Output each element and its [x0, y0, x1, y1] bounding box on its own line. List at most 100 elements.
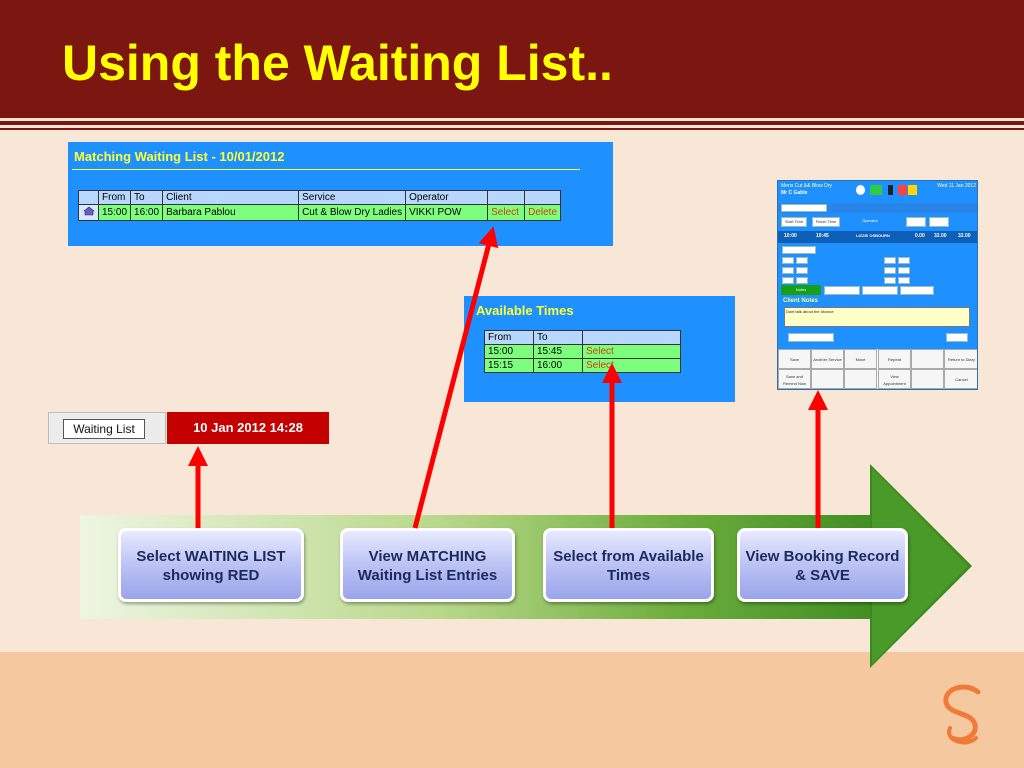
yes-toggle[interactable] [884, 267, 896, 274]
last-visit-field [781, 204, 827, 212]
toolbar-icons [856, 185, 917, 197]
repeat-button[interactable]: Repeat [878, 349, 911, 369]
service-cell: Cut & Blow Dry Ladies [298, 204, 407, 221]
save-and-remind-button[interactable]: Save and Remind Now [778, 369, 811, 389]
column-header: From [484, 330, 534, 345]
booking-record-actions: Save Another Service Move Repeat Return … [778, 349, 977, 389]
table-header-row: From To [484, 330, 681, 345]
tab-record[interactable] [862, 286, 898, 295]
home-icon[interactable] [78, 204, 99, 221]
date-time-indicator[interactable]: 10 Jan 2012 14:28 [167, 412, 329, 444]
select-link[interactable]: Select [487, 204, 526, 221]
cancel-button[interactable]: Cancel [944, 369, 977, 389]
view-appointment-button[interactable]: View Appointment [878, 369, 911, 389]
to-cell: 16:00 [533, 358, 583, 373]
service-total-field[interactable] [929, 217, 949, 227]
no-toggle[interactable] [898, 277, 910, 284]
matching-waiting-list-panel: Matching Waiting List - 10/01/2012 From … [68, 142, 613, 246]
blank-button[interactable] [911, 349, 944, 369]
no-toggle[interactable] [898, 257, 910, 264]
finish-time-value: 10:45 [816, 233, 829, 239]
return-to-diary-button[interactable]: Return to Diary [944, 349, 977, 369]
step-view-booking-record: View Booking Record & SAVE [737, 528, 908, 602]
yes-toggle[interactable] [782, 267, 794, 274]
save-button[interactable]: Save [778, 349, 811, 369]
brand-logo-icon [943, 684, 981, 745]
column-header: To [130, 190, 164, 205]
booking-record-screen: Mens Cut && Blow Dry Wed 11 Jan 2012 Mr … [777, 180, 978, 390]
from-cell: 15:15 [484, 358, 534, 373]
blank-button[interactable] [844, 369, 877, 389]
table-row[interactable]: 15:00 15:45 Select [484, 344, 681, 359]
column-header [524, 190, 562, 205]
column-header [487, 190, 526, 205]
yes-toggle[interactable] [782, 257, 794, 264]
blank-button[interactable] [911, 369, 944, 389]
from-cell: 15:00 [484, 344, 534, 359]
yes-toggle[interactable] [884, 257, 896, 264]
start-time-value: 10:00 [784, 233, 797, 239]
column-header: From [97, 190, 132, 205]
discount-field[interactable] [906, 217, 926, 227]
client-notes-field[interactable]: Dont talk about the divorce [784, 307, 970, 327]
step-view-matching: View MATCHING Waiting List Entries [340, 528, 515, 602]
header-divider-thin [0, 128, 1024, 130]
delete-link[interactable]: Delete [524, 204, 562, 221]
table-header-row: From To Client Service Operator [78, 190, 562, 205]
booking-record-time-labels: Start Time Finish Time Operator [778, 213, 977, 231]
tab-notes[interactable]: Notes [781, 285, 821, 295]
move-button[interactable]: Move [844, 349, 877, 369]
table-row[interactable]: 15:00 16:00 Barbara Pablou Cut & Blow Dr… [78, 204, 562, 221]
eye-icon[interactable] [856, 185, 865, 195]
slide-header: Using the Waiting List.. [0, 0, 1024, 118]
flag-icon[interactable] [898, 185, 907, 195]
available-times-table: From To 15:00 15:45 Select 15:15 16:00 S… [484, 330, 681, 373]
price-value: 0.00 [915, 233, 925, 239]
booking-record-body: Notes Client Notes Dont talk about the d… [778, 243, 977, 363]
finish-time-button[interactable]: Finish Time [812, 217, 840, 227]
booking-record-subheader [778, 203, 977, 213]
traffic-light-icon[interactable] [888, 185, 893, 195]
step-select-available-times: Select from Available Times [543, 528, 714, 602]
start-time-button[interactable]: Start Time [781, 217, 807, 227]
edit-button[interactable] [946, 333, 968, 342]
specials-button[interactable] [782, 246, 816, 254]
no-toggle[interactable] [796, 277, 808, 284]
table-row[interactable]: 15:15 16:00 Select [484, 358, 681, 373]
salon-name: Mens Cut && Blow Dry [781, 183, 832, 189]
yes-toggle[interactable] [782, 277, 794, 284]
booking-record-header: Mens Cut && Blow Dry Wed 11 Jan 2012 Mr … [778, 181, 977, 203]
available-times-panel: Available Times From To 15:00 15:45 Sele… [464, 296, 735, 402]
header-divider [0, 121, 1024, 125]
operator-cell: VIKKI POW [405, 204, 489, 221]
tab-relationships[interactable] [900, 286, 934, 295]
available-times-title: Available Times [476, 303, 574, 318]
blank-button[interactable] [811, 369, 844, 389]
from-cell: 15:00 [97, 204, 132, 221]
select-link[interactable]: Select [582, 358, 681, 373]
column-header [582, 330, 681, 345]
to-cell: 16:00 [130, 204, 164, 221]
yes-toggle[interactable] [884, 277, 896, 284]
client-cell: Barbara Pablou [162, 204, 300, 221]
footer-band [0, 652, 1024, 768]
tab-associated[interactable] [824, 286, 860, 295]
booking-date: Wed 11 Jan 2012 [937, 183, 976, 189]
check-icon[interactable] [870, 185, 882, 195]
appointment-notes-button[interactable] [788, 333, 834, 342]
matching-waiting-list-title: Matching Waiting List - 10/01/2012 [74, 149, 285, 164]
matching-waiting-list-table: From To Client Service Operator 15:00 16… [78, 190, 562, 221]
column-header [78, 190, 99, 205]
column-header: To [533, 330, 583, 345]
another-service-button[interactable]: Another Service [811, 349, 844, 369]
price-value: 32.00 [958, 233, 971, 239]
select-link[interactable]: Select [582, 344, 681, 359]
waiting-list-button[interactable]: Waiting List [63, 419, 145, 439]
star-icon[interactable] [908, 185, 917, 195]
client-notes-label: Client Notes [783, 298, 819, 304]
no-toggle[interactable] [796, 257, 808, 264]
no-toggle[interactable] [898, 267, 910, 274]
title-underline [72, 169, 580, 170]
no-toggle[interactable] [796, 267, 808, 274]
column-header: Operator [405, 190, 489, 205]
